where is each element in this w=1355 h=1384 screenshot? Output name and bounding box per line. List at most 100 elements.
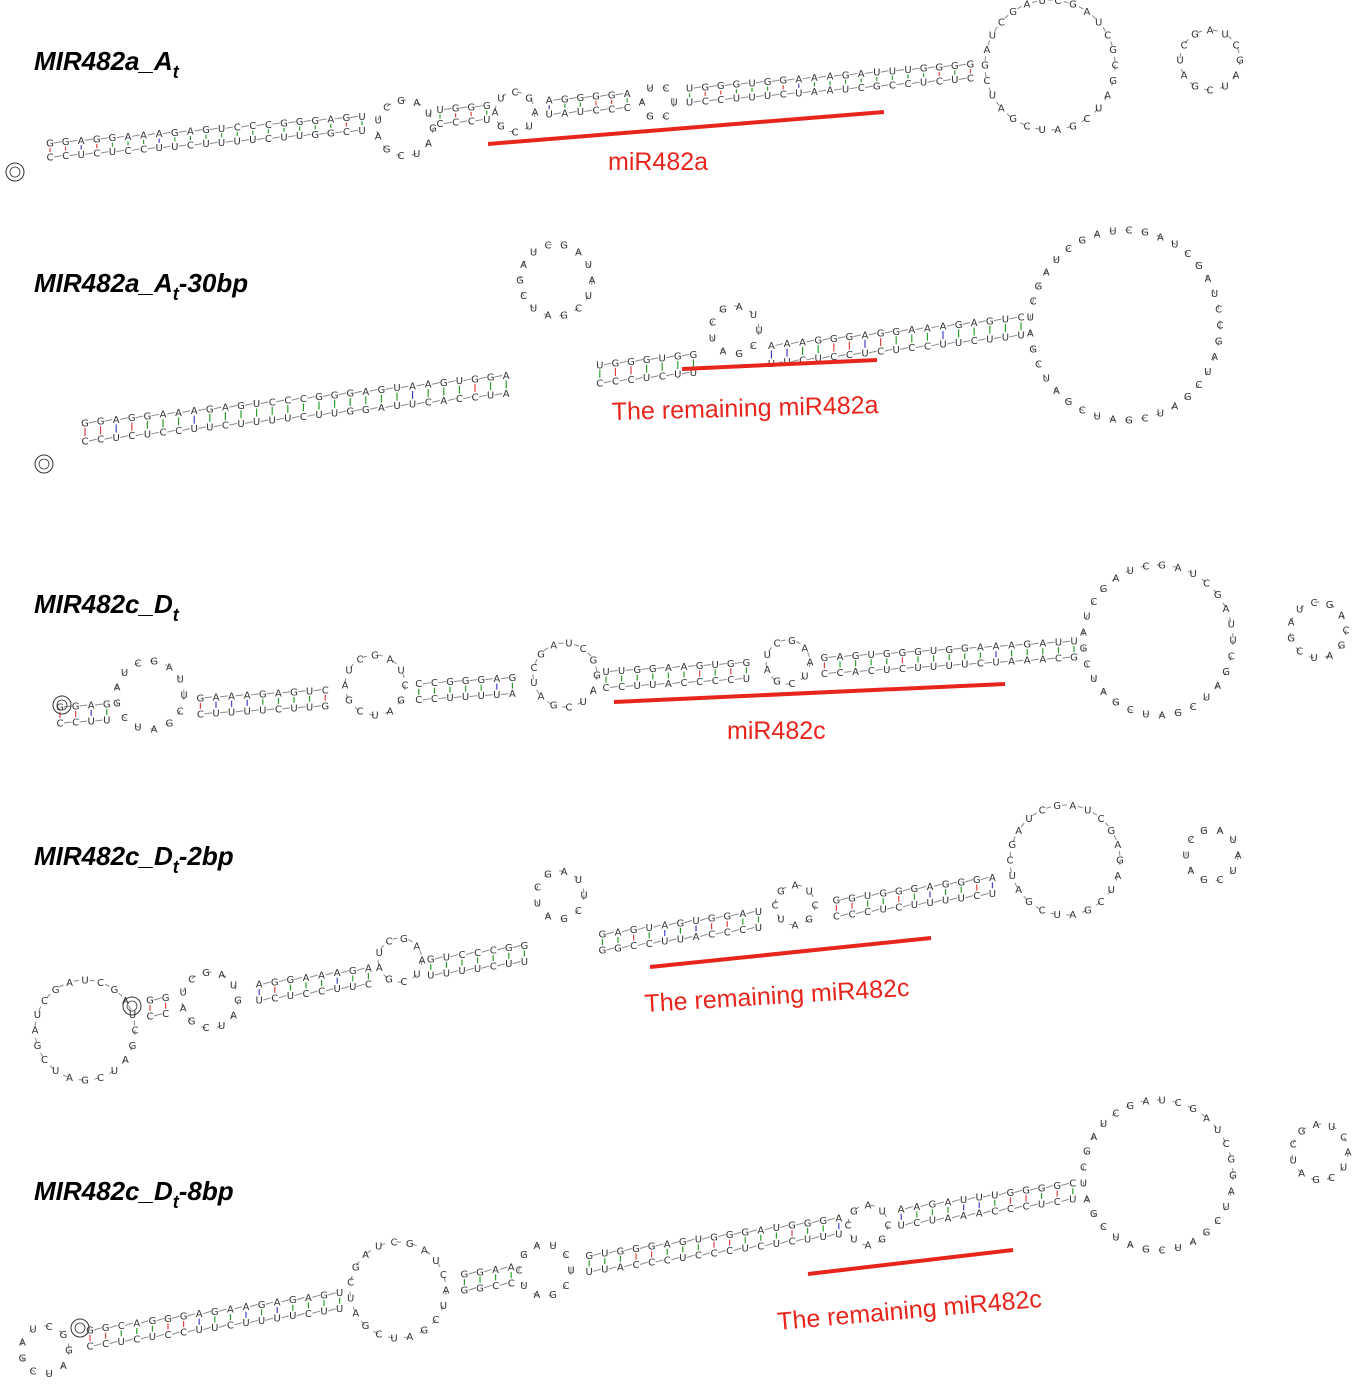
nucleotide: A [924, 323, 931, 334]
loop-nucleotide: U [1053, 255, 1060, 266]
loop-nucleotide: C [1159, 1245, 1166, 1256]
backbone-segment [1062, 656, 1071, 659]
backbone-segment [225, 126, 234, 129]
loop-nucleotide: A [1054, 125, 1061, 136]
nucleotide: G [942, 880, 950, 891]
backbone-segment [915, 327, 924, 331]
nucleotide: U [462, 692, 469, 703]
nucleotide: C [971, 336, 978, 347]
backbone-segment [871, 908, 880, 912]
nucleotide: U [253, 399, 260, 410]
loop-nucleotide: U [121, 668, 128, 679]
nucleotide: C [908, 343, 915, 354]
nucleotide: A [327, 114, 334, 125]
loop-nucleotide: C [1023, 121, 1030, 132]
loop-nucleotide: G [397, 696, 405, 707]
loop-nucleotide: A [66, 978, 73, 989]
nucleotide: C [596, 378, 603, 389]
backbone-segment [354, 390, 362, 394]
backbone-segment [69, 139, 78, 143]
backbone-segment [734, 677, 743, 680]
loop-backbone [518, 1243, 572, 1297]
loop-nucleotide: C [1083, 659, 1090, 670]
backbone-segment [468, 1271, 477, 1275]
nucleotide: C [977, 659, 984, 670]
nucleotide: C [72, 717, 79, 728]
nucleotide: A [837, 652, 844, 663]
backbone-segment [715, 915, 724, 919]
nucleotide: G [842, 70, 850, 81]
loop-nucleotide: C [1340, 1132, 1347, 1143]
backbone-segment [827, 1217, 835, 1221]
backbone-segment [182, 410, 191, 413]
loop-nucleotide: G [1107, 826, 1115, 837]
nucleotide: U [274, 1314, 281, 1325]
nucleotide: C [140, 144, 147, 155]
backbone-segment [921, 665, 930, 668]
nucleotide: U [256, 996, 263, 1007]
nucleotide: G [677, 918, 685, 929]
backbone-segment [266, 708, 275, 711]
backbone-segment [787, 92, 795, 95]
loop-nucleotide: G [1229, 1171, 1237, 1182]
backbone-segment [53, 155, 62, 158]
loop-nucleotide: C [1203, 578, 1210, 589]
backbone-segment [219, 711, 228, 714]
backbone-segment [256, 123, 265, 127]
backbone-segment [369, 389, 378, 392]
nucleotide: G [852, 651, 860, 662]
nucleotide: A [228, 691, 235, 702]
backbone-segment [478, 394, 487, 398]
loop-nucleotide: G [165, 718, 173, 729]
backbone-segment [234, 1306, 243, 1310]
nucleotide: U [880, 905, 887, 916]
nucleotide: G [476, 1267, 484, 1278]
nucleotide: C [459, 950, 466, 961]
nucleotide: C [821, 669, 828, 680]
loop-nucleotide: U [1009, 871, 1016, 882]
nucleotide: G [599, 946, 607, 957]
loop-nucleotide: A [865, 1201, 872, 1212]
nucleotide: C [474, 948, 481, 959]
loop-backbone [535, 870, 585, 920]
backbone-segment [958, 77, 967, 80]
loop-nucleotide: A [1233, 71, 1240, 82]
loop-nucleotide: C [1328, 1173, 1335, 1184]
nucleotide: U [358, 112, 365, 123]
highlight-underline [487, 110, 885, 146]
backbone-segment [911, 81, 920, 84]
nucleotide: U [898, 1220, 905, 1231]
backbone-segment [668, 938, 677, 942]
loop-nucleotide: A [32, 1026, 39, 1037]
nucleotide: C [659, 371, 666, 382]
loop-nucleotide: U [646, 84, 653, 95]
nucleotide: C [664, 1255, 671, 1266]
loop-nucleotide: U [1176, 56, 1183, 67]
loop-nucleotide: C [772, 901, 779, 912]
backbone-segment [463, 396, 472, 400]
nucleotide: G [296, 117, 304, 128]
nucleotide: G [945, 645, 953, 656]
nucleotide: U [212, 708, 219, 719]
loop-nucleotide: C [1215, 304, 1222, 315]
nucleotide: C [1069, 1179, 1076, 1190]
loop-nucleotide: C [1207, 86, 1214, 97]
nucleotide: G [632, 1244, 640, 1255]
backbone-segment [313, 689, 322, 692]
nucleotide: C [889, 80, 896, 91]
start-marker-inner [74, 1322, 86, 1334]
nucleotide: A [811, 87, 818, 98]
nucleotide: C [849, 909, 856, 920]
nucleotide: C [936, 76, 943, 87]
nucleotide: G [819, 1216, 827, 1227]
backbone-segment [650, 357, 659, 361]
loop-nucleotide: A [1205, 274, 1212, 285]
loop-nucleotide: G [589, 656, 597, 667]
nucleotide: A [303, 973, 310, 984]
nucleotide: G [614, 943, 622, 954]
loop-nucleotide: A [1288, 618, 1295, 629]
loop-nucleotide: G [406, 1239, 414, 1250]
backbone-segment [906, 650, 915, 653]
loop-nucleotide: A [60, 1361, 67, 1372]
nucleotide: G [202, 125, 210, 136]
